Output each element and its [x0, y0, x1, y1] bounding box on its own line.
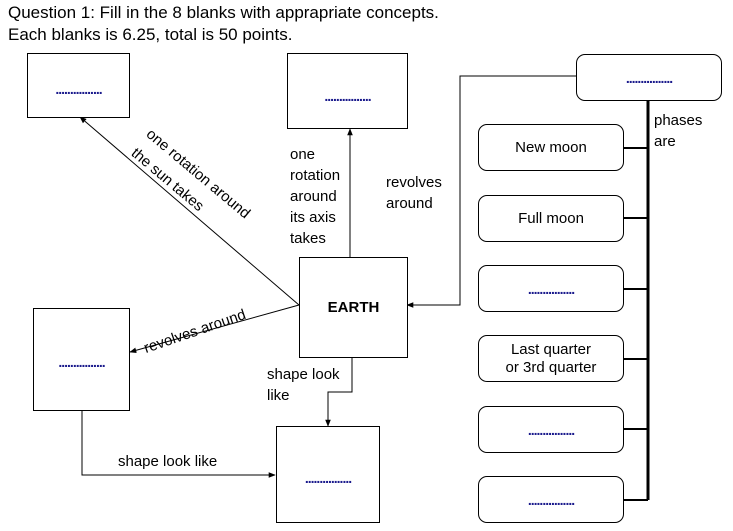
phase-box-5: ................	[478, 406, 624, 453]
arrow-moon-revolves	[406, 75, 576, 308]
blank-box-year: ................	[27, 53, 130, 118]
blank-dots: ................	[55, 81, 102, 97]
blank-dots: ................	[58, 354, 105, 370]
phase-box-3: ................	[478, 265, 624, 312]
blank-box-earth-shape: ................	[276, 426, 380, 523]
phase-label: New moon	[515, 138, 587, 156]
blank-dots: ................	[527, 421, 575, 438]
question-line-1: Question 1: Fill in the 8 blanks with ap…	[8, 3, 439, 22]
phase-box-1: New moon	[478, 124, 624, 171]
blank-dots: ................	[527, 491, 575, 508]
label-shape-look-like-earth: shape look like	[267, 366, 340, 404]
blank-dots: ................	[625, 69, 673, 86]
label-phases-are: phases are	[654, 112, 703, 150]
arrow-to-earth-shape-box	[325, 357, 353, 427]
blank-box-day: ................	[287, 53, 408, 129]
label-rotation-axis: one rotation around its axis takes	[290, 146, 341, 247]
phase-label: Full moon	[518, 209, 584, 227]
question-line-2: Each blanks is 6.25, total is 50 points.	[8, 25, 293, 44]
blank-dots: ................	[527, 280, 575, 297]
arrow-to-year-box	[79, 116, 300, 306]
phase-box-2: Full moon	[478, 195, 624, 242]
earth-label: EARTH	[327, 299, 380, 316]
arrow-to-sun-box	[129, 304, 300, 354]
blank-dots: ................	[324, 88, 371, 104]
phase-label: Last quarter or 3rd quarter	[505, 340, 597, 376]
blank-box-sun: ................	[33, 308, 130, 411]
phase-box-6: ................	[478, 476, 624, 523]
label-revolves-around-moon: revolves around	[386, 174, 442, 212]
blank-dots: ................	[304, 470, 352, 486]
arrow-sun-shape	[81, 410, 276, 478]
blank-box-moon: ................	[576, 54, 722, 101]
earth-box: EARTH	[299, 257, 408, 358]
label-shape-look-like-sun: shape look like	[118, 453, 218, 470]
phase-box-4: Last quarter or 3rd quarter	[478, 335, 624, 382]
